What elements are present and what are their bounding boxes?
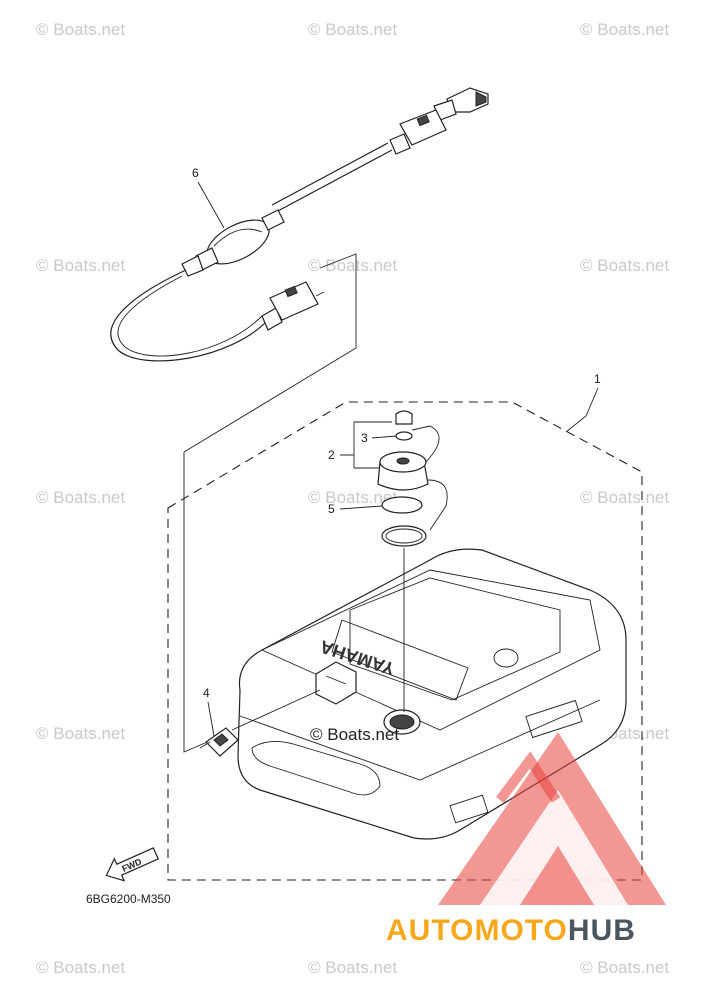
tank-assembly-outline xyxy=(167,401,643,881)
fuel-port-opening xyxy=(389,714,415,730)
logo-triangle-inner xyxy=(480,790,628,905)
tank-top-recess xyxy=(349,577,561,701)
callout-5: 5 xyxy=(328,502,335,516)
watermark: © Boats.net xyxy=(308,20,397,39)
gasket-ring xyxy=(381,525,427,547)
callout-2-leader xyxy=(340,421,392,469)
joint-leader xyxy=(231,689,321,731)
watermark: © Boats.net xyxy=(308,256,397,275)
logo-auto: AUTO xyxy=(386,914,474,947)
fwd-arrow-icon xyxy=(105,847,159,882)
tank-side-seam xyxy=(239,699,601,781)
primer-side-coupler xyxy=(399,109,447,146)
callout-6: 6 xyxy=(192,166,199,180)
hose-leader-box xyxy=(183,253,357,453)
callout-3-leader xyxy=(371,435,397,439)
vent-screw xyxy=(395,410,413,425)
tank-label-plate xyxy=(449,794,489,824)
watermark: © Boats.net xyxy=(36,488,125,507)
watermark: © Boats.net xyxy=(36,724,125,743)
tank-side-vent xyxy=(525,699,583,739)
hose-leader-line xyxy=(183,452,213,753)
fuel-joint-nipple xyxy=(199,741,211,749)
fuel-hose-upper-edge xyxy=(271,142,389,206)
hose-clamp xyxy=(261,307,283,331)
cap-tether xyxy=(411,425,440,463)
fuel-joint-core xyxy=(213,733,229,747)
callout-4-leader xyxy=(207,701,215,737)
tank-handle-slot xyxy=(251,741,381,796)
coupler-latch xyxy=(284,285,298,298)
fuel-joint xyxy=(199,727,239,757)
logo-moto: MOTO xyxy=(474,914,567,947)
fuel-cap-assembly xyxy=(377,410,448,712)
connector-tip xyxy=(475,91,487,107)
callout-2: 2 xyxy=(328,448,335,462)
watermark: © Boats.net xyxy=(580,256,669,275)
fuel-hose-loop-edge xyxy=(117,275,263,357)
automotohub-logo: AUTOMOTOHUB xyxy=(386,732,666,947)
fuel-joint-mount xyxy=(315,661,357,705)
bulb-fitting-top xyxy=(261,209,285,231)
fuel-hose-assembly xyxy=(110,87,489,362)
fwd-label: FWD xyxy=(120,856,143,874)
callout-1-leader xyxy=(565,387,599,433)
mount-detail xyxy=(325,675,347,685)
callout-4: 4 xyxy=(203,686,210,700)
watermark: © Boats.net xyxy=(36,256,125,275)
hose-clamp xyxy=(389,133,411,155)
tank-emblem-frame xyxy=(331,619,469,701)
callout-3: 3 xyxy=(361,431,368,445)
callout-6-leader xyxy=(197,181,225,229)
gauge-window xyxy=(493,648,519,668)
watermark: © Boats.net xyxy=(36,958,125,977)
coupler-nose xyxy=(315,291,325,297)
logo-peak xyxy=(496,751,561,803)
primer-bulb-highlight xyxy=(213,228,263,247)
fwd-arrow: FWD xyxy=(105,847,159,882)
watermark-grid: © Boats.net © Boats.net © Boats.net © Bo… xyxy=(36,20,669,977)
watermark: © Boats.net xyxy=(308,488,397,507)
hose-clamp xyxy=(181,255,204,277)
callouts: 1 2 3 4 5 6 xyxy=(192,166,601,737)
cap-tether-lower xyxy=(427,479,448,531)
watermark: © Boats.net xyxy=(36,20,125,39)
diagram-part-code: 6BG6200-M350 xyxy=(86,892,171,906)
logo-hub: HUB xyxy=(568,914,636,947)
callout-1: 1 xyxy=(594,372,601,386)
watermark: © Boats.net xyxy=(580,20,669,39)
watermark: © Boats.net xyxy=(580,958,669,977)
gasket xyxy=(381,496,423,514)
o-ring-small xyxy=(395,431,413,441)
logo-triangle-core xyxy=(520,846,594,905)
fuel-cap-vent xyxy=(396,457,410,465)
coupler-latch xyxy=(416,114,430,127)
center-watermark: © Boats.net xyxy=(310,725,399,744)
gasket-ring-inner xyxy=(385,528,423,544)
fuel-hose-upper xyxy=(275,149,393,213)
callout-5-leader xyxy=(339,505,383,510)
logo-text: AUTOMOTOHUB xyxy=(386,914,636,947)
watermark: © Boats.net xyxy=(580,488,669,507)
watermark: © Boats.net xyxy=(308,958,397,977)
fuel-hose-loop xyxy=(110,269,269,362)
